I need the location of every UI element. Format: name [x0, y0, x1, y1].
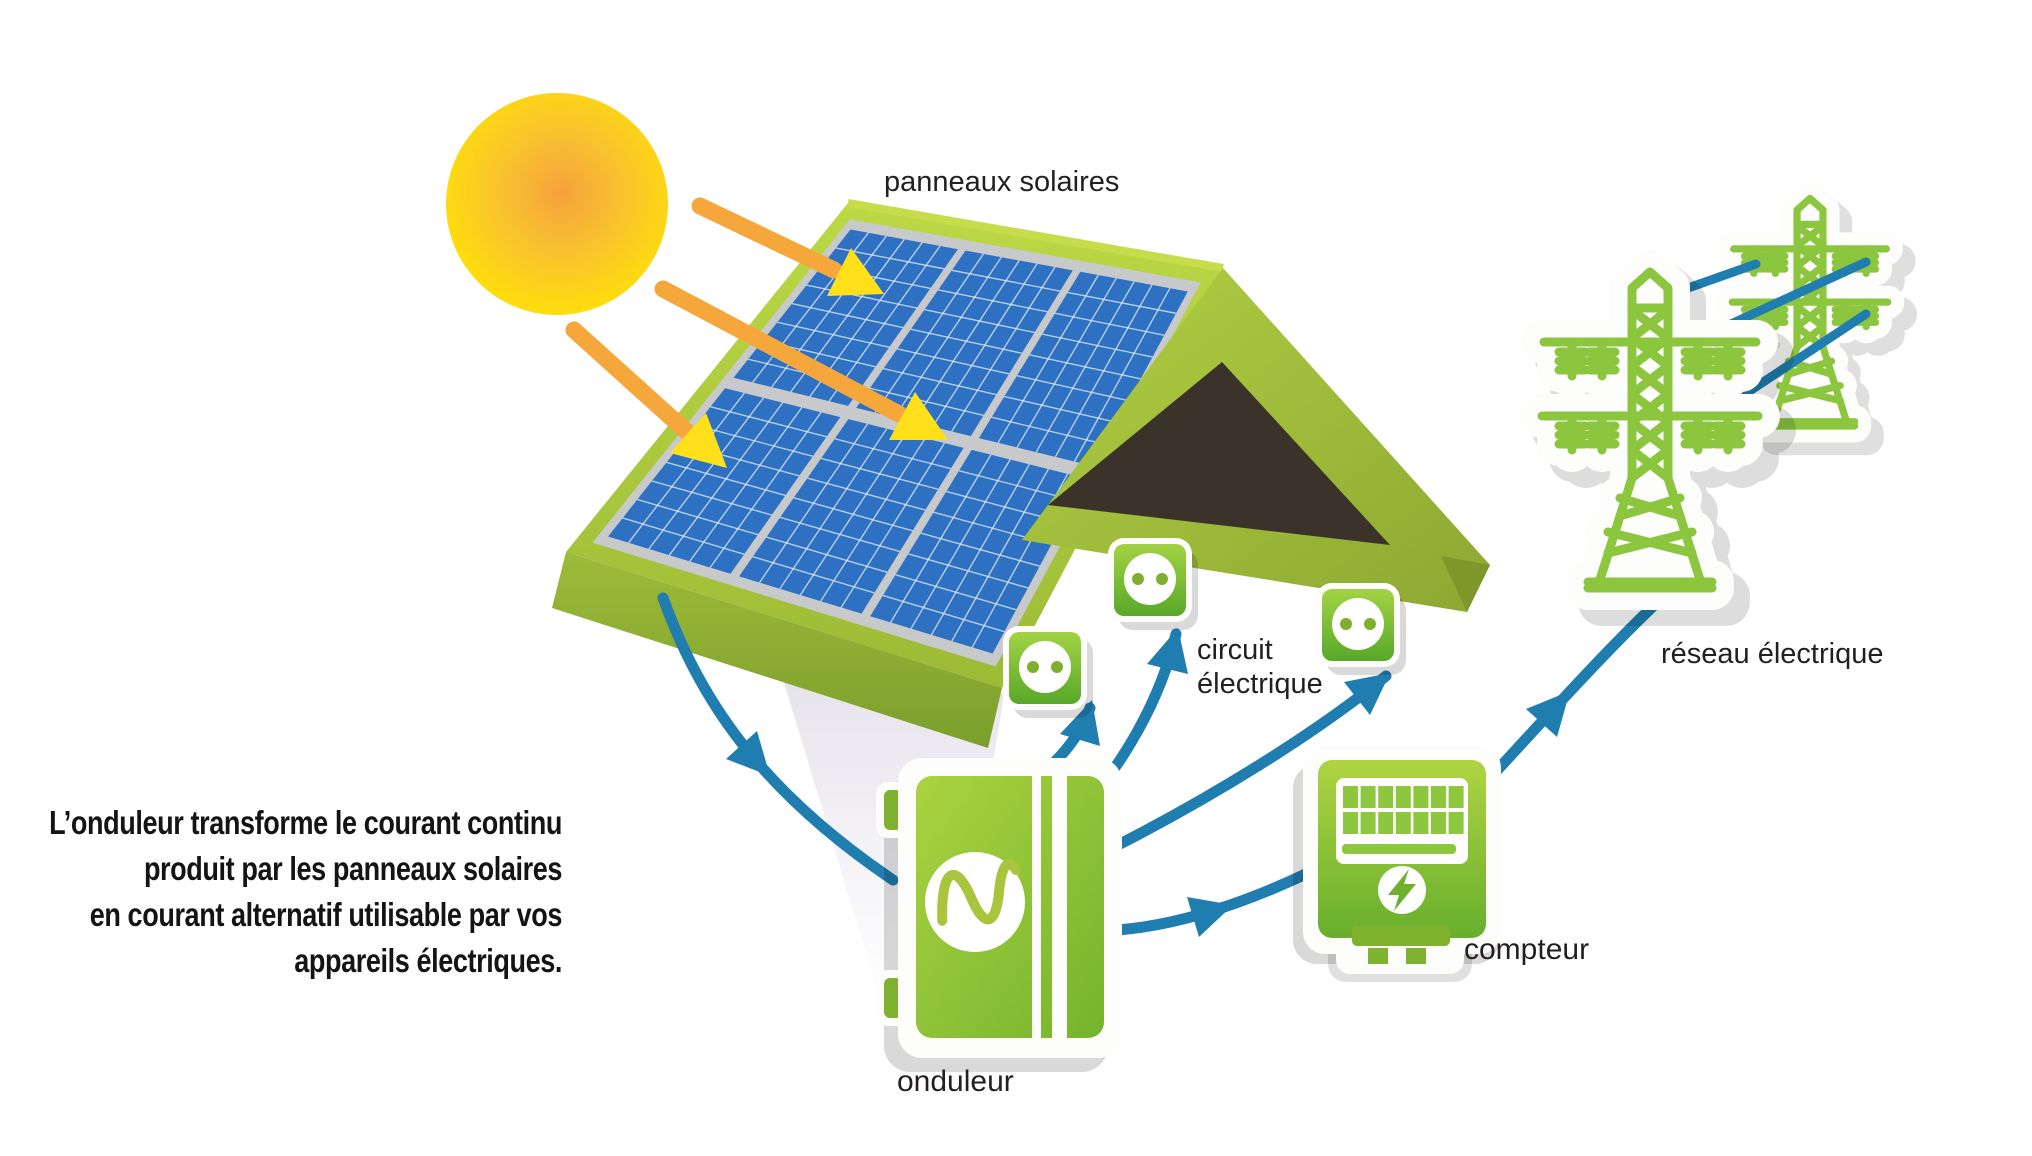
- sun-ray-arrows: [565, 197, 948, 468]
- label-inverter: onduleur: [897, 1065, 1014, 1098]
- flow-arrowhead: [1147, 628, 1188, 674]
- sun-ray-icon: [691, 197, 843, 279]
- sun-ray-arrowhead: [827, 248, 884, 296]
- flow-arrowhead: [1187, 897, 1233, 937]
- sun-ray-arrowhead: [889, 392, 948, 440]
- sun-ray-icon: [654, 280, 908, 423]
- flow-arrowhead: [1060, 700, 1100, 746]
- sun-ray-icon: [565, 321, 695, 440]
- power-outlet-icon: [1003, 626, 1093, 718]
- description-text: L’onduleur transforme le courant continu…: [49, 804, 562, 979]
- arrow-inverter-to-outlet-3: [1112, 670, 1392, 851]
- label-circuit: circuit électrique: [1197, 634, 1323, 700]
- power-outlet-icon: [1316, 583, 1406, 675]
- lightning-bolt-icon: [1388, 869, 1416, 911]
- power-outlet-icons: [1003, 538, 1406, 718]
- roof-ridge-highlight: [847, 199, 1224, 272]
- label-grid: réseau électrique: [1661, 638, 1884, 670]
- electric-meter-icon: [1293, 746, 1501, 982]
- flow-arrowhead: [1344, 673, 1390, 715]
- flow-arrowhead: [1526, 691, 1570, 737]
- inverter-icon: [876, 758, 1122, 1072]
- label-meter: compteur: [1464, 933, 1590, 966]
- sine-wave-icon: [937, 859, 1021, 926]
- roof-gable-shadow: [1048, 362, 1390, 545]
- sun-ray-arrowhead: [670, 413, 727, 468]
- roof-eave-tip-face: [1441, 556, 1490, 612]
- label-solar-panels: panneaux solaires: [884, 166, 1120, 198]
- flow-arrowhead: [726, 731, 770, 776]
- transmission-tower-icon: [1542, 272, 1772, 602]
- meter-display-cells: [1343, 786, 1464, 834]
- solar-panels-icon: [592, 219, 1201, 667]
- power-grid: [1542, 198, 1900, 602]
- arrow-panels-to-inverter: [657, 592, 899, 886]
- sun-icon: [446, 93, 668, 315]
- power-outlet-icon: [1108, 538, 1198, 630]
